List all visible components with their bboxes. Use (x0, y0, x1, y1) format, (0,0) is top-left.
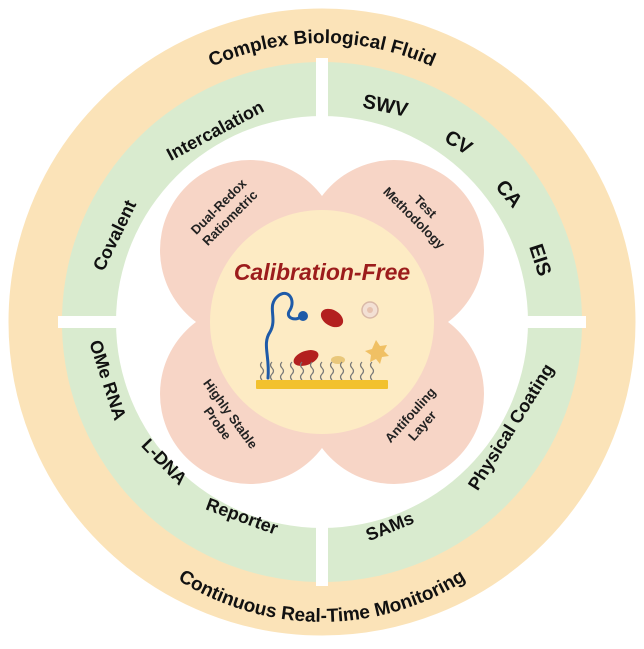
monolayer-chain-icon (339, 361, 345, 381)
monolayer-chain-icon (319, 361, 325, 381)
center-illustration (256, 291, 389, 389)
red-blood-cell-icon (293, 350, 319, 366)
monolayer-chain-icon (279, 361, 285, 381)
center-disk (210, 210, 434, 434)
sector-test-methodology (328, 62, 582, 316)
gold-electrode-icon (256, 380, 388, 389)
monolayer-chain-icon (289, 361, 295, 381)
monolayer-chain-icon (359, 361, 365, 381)
monolayer-chain-icon (309, 361, 315, 381)
monolayer-chain-icon (369, 361, 375, 381)
red-blood-cell-icon (320, 308, 344, 328)
reporter-icon (298, 311, 308, 321)
sector-probe-immobilization (62, 62, 316, 316)
self-assembled-monolayer-icon (259, 361, 375, 381)
platelet-icon (331, 356, 345, 364)
monolayer-chain-icon (329, 361, 335, 381)
sector-antifouling (328, 328, 582, 582)
center-title: Calibration-Free (234, 259, 411, 285)
platelet-activated-icon (365, 340, 389, 364)
white-blood-cell-nucleus-icon (367, 307, 373, 313)
monolayer-chain-icon (259, 361, 265, 381)
monolayer-chain-icon (269, 361, 275, 381)
sector-stable-probe (62, 328, 316, 582)
monolayer-chain-icon (299, 361, 305, 381)
dna-probe-icon (264, 291, 304, 380)
monolayer-chain-icon (349, 361, 355, 381)
